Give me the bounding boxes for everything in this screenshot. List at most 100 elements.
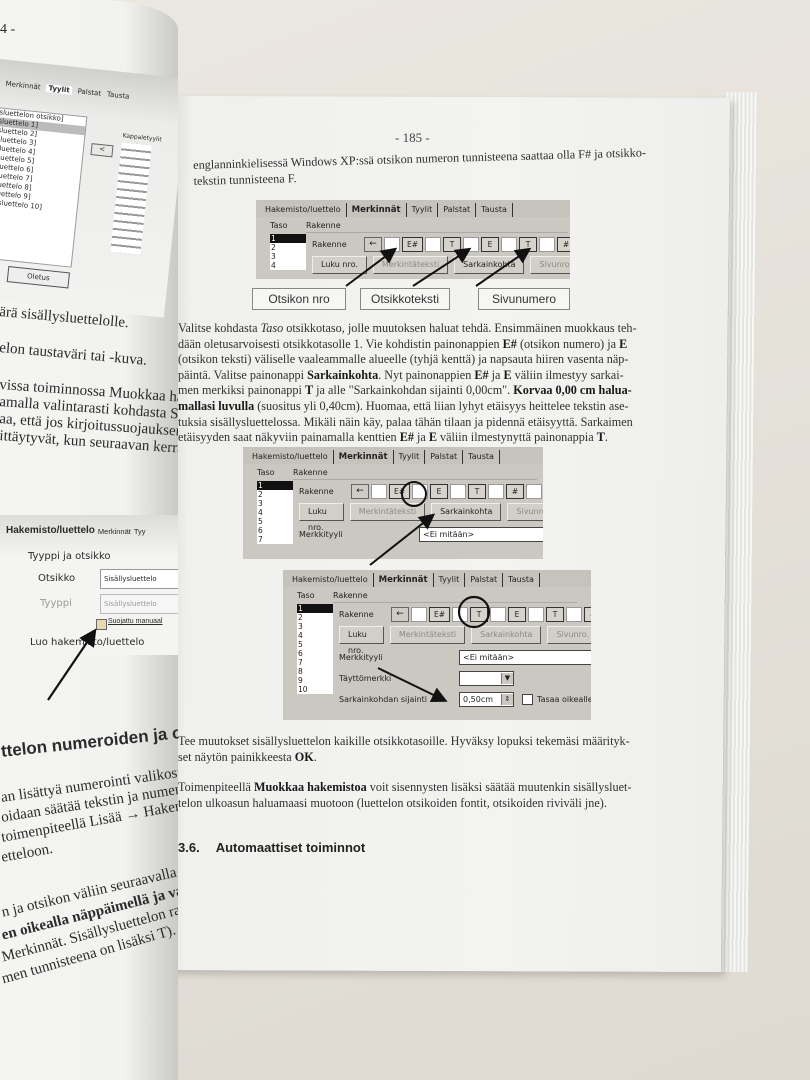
token-blank-field[interactable] (452, 607, 469, 622)
level-item[interactable]: 4 (258, 508, 263, 517)
button-luku-nro-[interactable]: Luku nro. (339, 626, 384, 655)
token-button[interactable]: E (430, 484, 449, 499)
level-item[interactable]: 3 (298, 622, 303, 631)
button-sivunro-[interactable]: Sivunro. (547, 626, 591, 644)
tab-tyylit[interactable]: Tyylit (434, 573, 466, 587)
spin-input[interactable]: 0,50cm⇕ (459, 692, 514, 707)
tab-tausta[interactable]: Tausta (476, 203, 513, 217)
level-item[interactable]: 7 (258, 535, 263, 544)
level-item[interactable]: 4 (271, 261, 276, 270)
tab-palstat[interactable]: Palstat (438, 203, 477, 217)
level-item[interactable]: 5 (258, 517, 263, 526)
button-merkintäteksti[interactable]: Merkintäteksti (389, 626, 466, 644)
level-item[interactable]: 5 (298, 640, 303, 649)
level-item[interactable]: 3 (271, 252, 276, 261)
tab-tyylit[interactable]: Tyylit (407, 203, 439, 217)
tab-hakemisto-luettelo[interactable]: Hakemisto/luettelo (287, 573, 374, 587)
tab[interactable]: Tausta (106, 90, 130, 101)
token-button[interactable]: T (546, 607, 565, 622)
token-button[interactable]: T (519, 237, 538, 252)
tab-palstat[interactable]: Palstat (425, 450, 464, 464)
tab[interactable]: Tyylit (46, 84, 73, 95)
button-sarkainkohta[interactable]: Sarkainkohta (471, 626, 542, 644)
token-blank-field[interactable] (463, 237, 480, 252)
level-item[interactable]: 10 (298, 685, 308, 694)
tab[interactable]: Palstat (77, 87, 102, 98)
title-input[interactable]: Sisällysluettelo (100, 569, 178, 589)
token-button[interactable]: # (557, 237, 570, 252)
token-blank-field[interactable] (490, 607, 507, 622)
tab-merkinnät[interactable]: Merkinnät (374, 573, 434, 587)
tab-palstat[interactable]: Palstat (465, 573, 504, 587)
level-item[interactable]: 8 (298, 667, 303, 676)
token-button[interactable]: T (470, 607, 489, 622)
level-item[interactable]: 2 (258, 490, 263, 499)
level-item[interactable]: 1 (297, 604, 333, 613)
left-arrow-button[interactable]: < (90, 143, 114, 158)
token-blank-field[interactable] (412, 484, 429, 499)
tab[interactable]: Merkinnät (5, 79, 41, 92)
token-blank-field[interactable] (528, 607, 545, 622)
level-item[interactable]: 9 (298, 676, 303, 685)
level-item[interactable]: 1 (270, 234, 306, 243)
level-item[interactable]: 2 (298, 613, 303, 622)
button-sarkainkohta[interactable]: Sarkainkohta (454, 256, 525, 274)
level-item[interactable]: 6 (258, 526, 263, 535)
token-button[interactable]: # (506, 484, 525, 499)
token-blank-field[interactable] (488, 484, 505, 499)
tab-tausta[interactable]: Tausta (503, 573, 540, 587)
level-item[interactable]: 1 (257, 481, 293, 490)
button-luku-nro-[interactable]: Luku nro. (299, 503, 344, 532)
token-button[interactable]: E# (429, 607, 451, 622)
chevron-down-icon[interactable]: ▼ (501, 673, 513, 684)
button-luku-nro-[interactable]: Luku nro. (312, 256, 367, 274)
tab-tyylit[interactable]: Tyylit (394, 450, 426, 464)
token-blank-field[interactable] (384, 237, 400, 252)
type-input[interactable]: Sisällysluettelo (100, 594, 178, 614)
button-merkintäteksti[interactable]: Merkintäteksti (349, 503, 426, 521)
tab-merkinnät[interactable]: Merkinnät (334, 450, 394, 464)
token-blank-field[interactable] (539, 237, 556, 252)
tab[interactable]: Merkinnät (97, 527, 131, 536)
select-merkkityyli[interactable]: <Ei mitään>▼ (419, 527, 543, 542)
button-sarkainkohta[interactable]: Sarkainkohta (431, 503, 502, 521)
protect-checkbox[interactable] (96, 619, 107, 630)
token-blank-field[interactable] (450, 484, 467, 499)
button-sivunro-[interactable]: Sivunro. (530, 256, 570, 274)
tab[interactable]: Tyy (133, 527, 146, 536)
token-button[interactable]: # (584, 607, 591, 622)
tab-merkinnät[interactable]: Merkinnät (347, 203, 407, 217)
arrow-left-icon[interactable]: ← (391, 607, 409, 622)
select-merkkityyli[interactable]: <Ei mitään>▼ (459, 650, 591, 665)
default-button[interactable]: Oletus (6, 266, 71, 289)
arrow-left-icon[interactable]: ← (351, 484, 369, 499)
tab-tausta[interactable]: Tausta (463, 450, 500, 464)
left-style-list[interactable]: llysluettelon otsikko]llysluettelo 1]lly… (0, 106, 88, 268)
token-button[interactable]: E (481, 237, 500, 252)
button-merkintäteksti[interactable]: Merkintäteksti (372, 256, 449, 274)
level-item[interactable]: 6 (298, 649, 303, 658)
token-blank-field[interactable] (411, 607, 427, 622)
tab-hakemisto[interactable]: Hakemisto/luettelo (6, 525, 95, 536)
token-button[interactable]: T (443, 237, 462, 252)
token-button[interactable]: E# (402, 237, 424, 252)
level-item[interactable]: 3 (258, 499, 263, 508)
token-blank-field[interactable] (425, 237, 442, 252)
token-blank-field[interactable] (566, 607, 583, 622)
token-button[interactable]: E# (389, 484, 411, 499)
align-right-checkbox[interactable] (522, 694, 533, 705)
select-täyttömerkki[interactable]: ▼ (459, 671, 514, 686)
token-button[interactable]: E (508, 607, 527, 622)
arrow-left-icon[interactable]: ← (364, 237, 382, 252)
level-item[interactable]: 4 (298, 631, 303, 640)
button-sivunro-[interactable]: Sivunro. (507, 503, 543, 521)
token-blank-field[interactable] (371, 484, 387, 499)
level-item[interactable]: 7 (298, 658, 303, 667)
token-button[interactable]: T (468, 484, 487, 499)
tab-hakemisto-luettelo[interactable]: Hakemisto/luettelo (260, 203, 347, 217)
spin-arrows-icon[interactable]: ⇕ (501, 694, 513, 705)
token-blank-field[interactable] (501, 237, 518, 252)
